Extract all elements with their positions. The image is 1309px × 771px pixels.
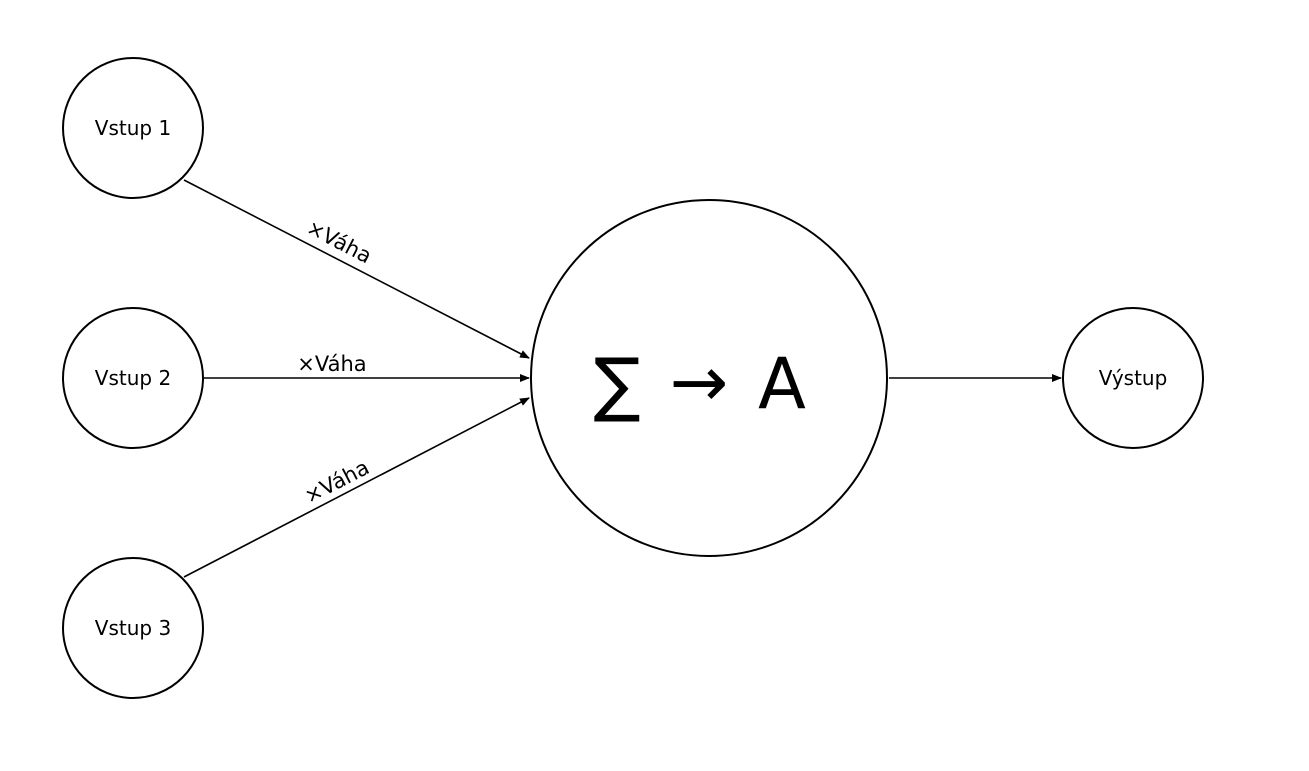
arrow-symbol: → [670, 341, 729, 423]
input-node-1-label: Vstup 1 [95, 116, 171, 140]
edge-input-1 [183, 179, 530, 359]
neuron-node: ∑ → A [530, 199, 888, 557]
weight-label-2: ×Váha [297, 352, 366, 376]
output-node: Výstup [1062, 307, 1204, 449]
weight-label-3: ×Váha [300, 455, 373, 508]
sum-symbol: ∑ [593, 343, 640, 425]
output-node-label: Výstup [1099, 366, 1168, 390]
input-node-3-label: Vstup 3 [95, 616, 171, 640]
input-node-2: Vstup 2 [62, 307, 204, 449]
input-node-1: Vstup 1 [62, 57, 204, 199]
input-node-2-label: Vstup 2 [95, 366, 171, 390]
activation-symbol: A [758, 343, 806, 425]
edge-input-3 [183, 397, 530, 578]
input-node-3: Vstup 3 [62, 557, 204, 699]
